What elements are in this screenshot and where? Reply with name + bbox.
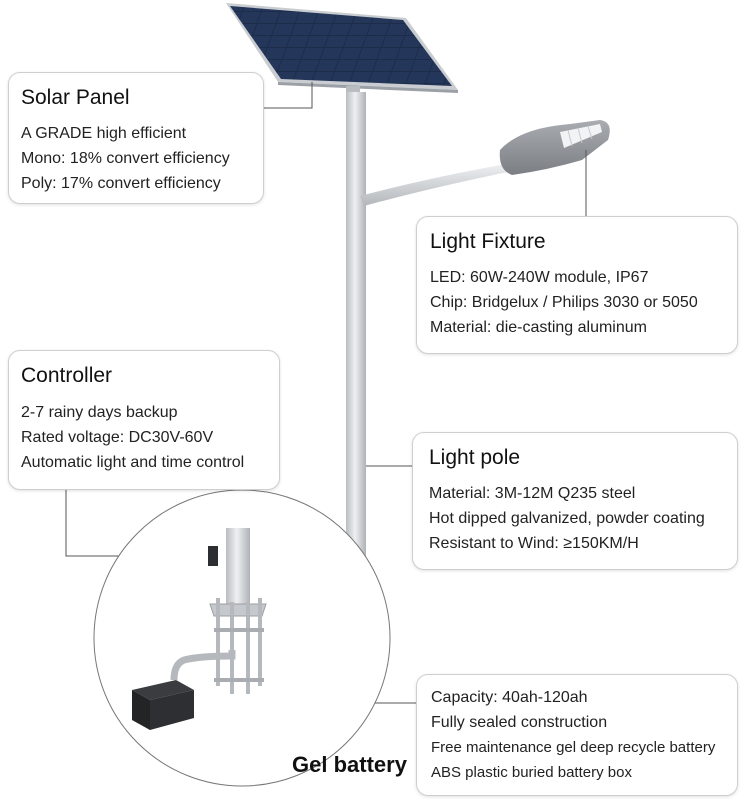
light-fixture-title: Light Fixture	[430, 230, 546, 253]
gel-battery-box	[132, 680, 194, 730]
light-pole-line-3: Resistant to Wind: ≥150KM/H	[429, 535, 639, 552]
solar-panel-line-1: A GRADE high efficient	[21, 125, 187, 142]
light-fixture-line-2: Chip: Bridgelux / Philips 3030 or 5050	[430, 294, 698, 311]
controller-unit	[208, 546, 218, 566]
controller-line-3: Automatic light and time control	[21, 454, 245, 471]
light-pole-line-2: Hot dipped galvanized, powder coating	[429, 510, 705, 527]
controller-callout: Controller 2-7 rainy days backup Rated v…	[8, 350, 280, 490]
solar-panel-callout: Solar Panel A GRADE high efficient Mono:…	[8, 72, 264, 204]
light-fixture-line-1: LED: 60W-240W module, IP67	[430, 269, 649, 286]
light-pole-title: Light pole	[429, 446, 521, 469]
solar-panel	[226, 3, 458, 93]
gel-battery-line-4: ABS plastic buried battery box	[431, 764, 632, 781]
light-fixture-head	[499, 120, 610, 175]
controller-line-2: Rated voltage: DC30V-60V	[21, 429, 214, 446]
zoom-detail-circle	[93, 489, 391, 787]
controller-title: Controller	[21, 364, 113, 387]
gel-battery-line-2: Fully sealed construction	[431, 714, 608, 731]
gel-battery-line-3: Free maintenance gel deep recycle batter…	[431, 739, 716, 756]
light-fixture-line-3: Material: die-casting aluminum	[430, 319, 647, 336]
light-pole-callout: Light pole Material: 3M-12M Q235 steel H…	[412, 432, 738, 570]
gel-battery-title: Gel battery	[292, 752, 407, 777]
gel-battery-callout: Capacity: 40ah-120ah Fully sealed constr…	[416, 674, 738, 796]
controller-line-1: 2-7 rainy days backup	[21, 404, 178, 421]
solar-panel-line-3: Poly: 17% convert efficiency	[21, 175, 221, 192]
light-pole-line-1: Material: 3M-12M Q235 steel	[429, 485, 636, 502]
light-arm	[360, 164, 508, 206]
solar-panel-line-2: Mono: 18% convert efficiency	[21, 150, 230, 167]
gel-battery-line-1: Capacity: 40ah-120ah	[431, 689, 588, 706]
light-fixture-callout: Light Fixture LED: 60W-240W module, IP67…	[416, 216, 738, 354]
panel-bracket	[346, 86, 360, 96]
solar-panel-title: Solar Panel	[21, 86, 130, 109]
